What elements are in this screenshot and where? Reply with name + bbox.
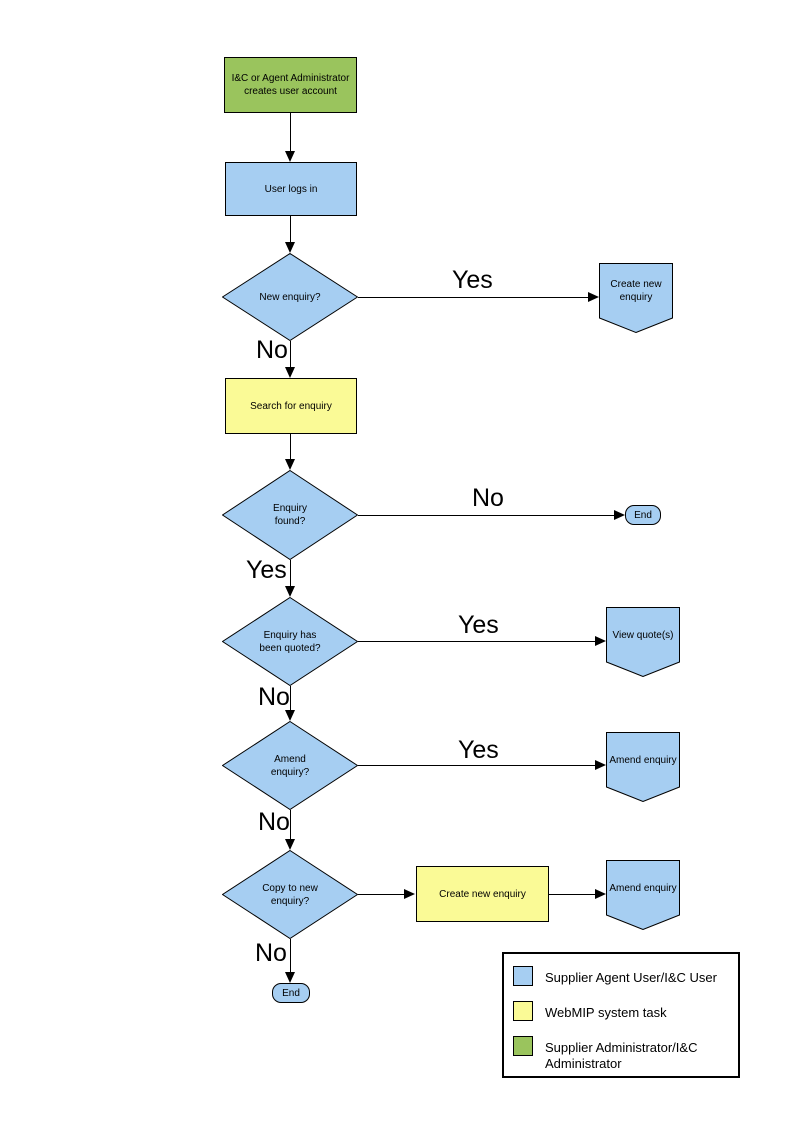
decision-label: Enquiry found?	[273, 503, 307, 527]
legend-swatch-admin	[513, 1036, 533, 1056]
edge-copy-to-task-line	[358, 894, 405, 895]
connector-view-quotes: View quote(s)	[606, 607, 680, 677]
decision-label: Amend enquiry?	[270, 753, 310, 778]
node-label: Search for enquiry	[250, 400, 332, 412]
legend-swatch-system	[513, 1001, 533, 1021]
terminator-label: End	[282, 987, 300, 999]
edge-copy-no-line	[290, 939, 291, 972]
connector-label: Amend enquiry	[609, 754, 677, 766]
diamond-shape	[222, 597, 358, 686]
edge-admin-to-login-line	[290, 113, 291, 153]
legend-label-system: WebMIP system task	[545, 1005, 667, 1020]
legend-label-admin: Supplier Administrator/I&C Administrator	[545, 1040, 698, 1072]
diamond-outline	[222, 253, 358, 341]
edge-newenquiry-no-line	[290, 341, 291, 369]
edge-label-yes: Yes	[246, 556, 287, 584]
node-admin-creates-account: I&C or Agent Administrator creates user …	[224, 57, 357, 113]
edge-label-no: No	[258, 808, 290, 836]
edge-search-to-found-line	[290, 434, 291, 461]
pentagon-shape	[606, 860, 680, 930]
legend-swatch-user	[513, 966, 533, 986]
terminator-end-1: End	[625, 505, 661, 525]
edge-label-yes: Yes	[458, 611, 499, 639]
arrowhead-down-icon	[285, 972, 295, 983]
arrowhead-right-icon	[595, 889, 606, 899]
legend-label-user: Supplier Agent User/I&C User	[545, 970, 717, 985]
diamond-outline	[222, 470, 358, 560]
pentagon-outline	[606, 860, 680, 930]
arrowhead-down-icon	[285, 367, 295, 378]
connector-amend-enquiry-2: Amend enquiry	[606, 860, 680, 930]
arrowhead-down-icon	[285, 151, 295, 162]
edge-label-no: No	[258, 683, 290, 711]
diamond-shape	[222, 721, 358, 810]
edge-newenquiry-yes-line	[358, 297, 589, 298]
edge-label-no: No	[472, 484, 504, 512]
edge-label-yes: Yes	[458, 736, 499, 764]
decision-label: Copy to new enquiry?	[262, 882, 318, 907]
diamond-outline	[222, 721, 358, 810]
arrowhead-right-icon	[595, 636, 606, 646]
connector-label: Create new enquiry	[610, 279, 662, 303]
arrowhead-down-icon	[285, 710, 295, 721]
diamond-shape	[222, 253, 358, 341]
arrowhead-down-icon	[285, 459, 295, 470]
edge-task-to-amend-line	[549, 894, 595, 895]
arrowhead-right-icon	[595, 760, 606, 770]
node-user-logs-in: User logs in	[225, 162, 357, 216]
edge-label-yes: Yes	[452, 266, 493, 294]
node-search-for-enquiry: Search for enquiry	[225, 378, 357, 434]
edge-login-to-newenquiry-line	[290, 216, 291, 244]
pentagon-outline	[606, 732, 680, 802]
pentagon-shape	[606, 607, 680, 677]
decision-amend-enquiry: Amend enquiry?	[222, 721, 358, 810]
decision-enquiry-found: Enquiry found?	[222, 470, 358, 560]
connector-create-new-enquiry: Create new enquiry	[599, 263, 673, 333]
node-label: I&C or Agent Administrator creates user …	[231, 73, 350, 97]
arrowhead-right-icon	[614, 510, 625, 520]
diamond-outline	[222, 850, 358, 939]
diamond-outline	[222, 597, 358, 686]
terminator-label: End	[634, 509, 652, 521]
decision-label: Enquiry has been quoted?	[259, 629, 321, 654]
arrowhead-down-icon	[285, 242, 295, 253]
edge-quoted-yes-line	[358, 641, 596, 642]
edge-found-no-line	[358, 515, 615, 516]
edge-label-no: No	[256, 336, 288, 364]
diamond-shape	[222, 850, 358, 939]
arrowhead-down-icon	[285, 586, 295, 597]
node-create-new-enquiry-task: Create new enquiry	[416, 866, 549, 922]
pentagon-outline	[606, 607, 680, 677]
decision-label: New enquiry?	[259, 291, 321, 303]
connector-amend-enquiry-1: Amend enquiry	[606, 732, 680, 802]
legend-box	[502, 952, 740, 1078]
pentagon-outline	[599, 263, 673, 333]
arrowhead-down-icon	[285, 839, 295, 850]
decision-copy-to-new-enquiry: Copy to new enquiry?	[222, 850, 358, 939]
diamond-shape	[222, 470, 358, 560]
edge-found-yes-line	[290, 560, 291, 588]
connector-label: Amend enquiry	[609, 882, 677, 894]
node-label: Create new enquiry	[439, 888, 526, 900]
edge-label-no: No	[255, 939, 287, 967]
pentagon-shape	[606, 732, 680, 802]
pentagon-shape	[599, 263, 673, 333]
arrowhead-right-icon	[588, 292, 599, 302]
decision-new-enquiry: New enquiry?	[222, 253, 358, 341]
edge-quoted-no-line	[290, 686, 291, 712]
connector-label: View quote(s)	[612, 629, 674, 641]
node-label: User logs in	[264, 183, 318, 195]
edge-amend-no-line	[290, 810, 291, 841]
arrowhead-right-icon	[404, 889, 415, 899]
edge-amend-yes-line	[358, 765, 596, 766]
decision-enquiry-quoted: Enquiry has been quoted?	[222, 597, 358, 686]
terminator-end-2: End	[272, 983, 310, 1003]
